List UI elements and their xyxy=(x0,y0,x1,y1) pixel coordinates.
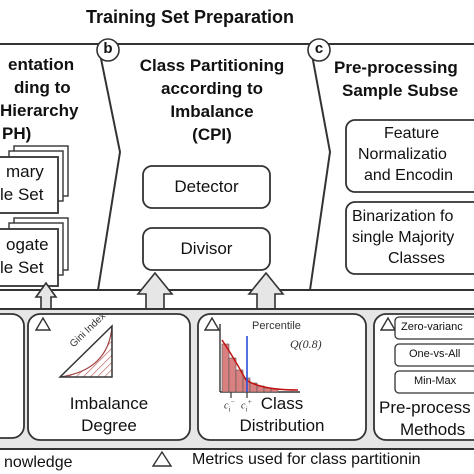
class-distribution-icon xyxy=(219,324,300,398)
axis-c-minus-sub: i xyxy=(228,405,231,414)
legend-right-text: Metrics used for class partitionin xyxy=(192,451,421,468)
class-distribution-label-line-1: Class xyxy=(260,394,304,413)
left-box-1-line-1: mary xyxy=(6,162,44,181)
axis-c-plus-sup: + xyxy=(247,398,253,406)
chip-box xyxy=(394,343,474,367)
b-heading-line-2: according to xyxy=(160,79,263,98)
imbalance-label-line-2: Degree xyxy=(81,416,137,435)
normalization-line-1: Feature xyxy=(384,125,440,142)
left-box-2 xyxy=(0,228,59,287)
badge-c xyxy=(307,38,331,62)
chip-min-max: Min-Max xyxy=(414,375,457,387)
axis-c-plus-sub: i xyxy=(245,405,248,414)
legend-left-text: nowledge xyxy=(4,454,73,471)
chip-box xyxy=(394,370,474,394)
binarization-line-1: Binarization fo xyxy=(352,208,454,225)
metric-triangle-icon xyxy=(203,316,221,331)
axis-c-minus-sup: − xyxy=(230,398,236,406)
c-heading-line-2: Sample Subse xyxy=(342,81,459,100)
diagram-title: Training Set Preparation xyxy=(86,7,295,27)
b-heading-line-4: (CPI) xyxy=(192,125,232,144)
left-heading-line-1: entation xyxy=(8,55,75,74)
chip-one-vs-all: One-vs-All xyxy=(409,348,461,360)
axis-c-plus-main: c xyxy=(241,400,246,412)
detector-box xyxy=(142,165,271,209)
metric-triangle-icon xyxy=(34,316,52,331)
left-box-2-line-1: ogate xyxy=(6,235,49,254)
binarization-box xyxy=(345,201,474,275)
class-distribution-label-line-2: Distribution xyxy=(239,416,325,435)
imbalance-label-line-1: Imbalance xyxy=(69,394,149,413)
b-heading-line-1: Class Partitioning xyxy=(139,56,285,75)
binarization-line-3: Classes xyxy=(388,250,445,267)
q-label: Q(0.8) xyxy=(290,337,322,351)
left-box-1-line-2: le Set xyxy=(0,185,44,204)
badge-c-label: c xyxy=(314,40,324,57)
b-heading-line-3: Imbalance xyxy=(170,102,254,121)
left-box-1 xyxy=(0,156,59,214)
left-heading-line-3: Hierarchy xyxy=(0,101,79,120)
card-class-distribution xyxy=(197,313,367,441)
normalization-line-2: Normalizatio xyxy=(358,146,447,163)
preprocess-label-line-2: Methods xyxy=(400,420,466,439)
normalization-box xyxy=(345,119,474,193)
badge-b-label: b xyxy=(103,40,113,57)
axis-label-c-minus: ci− xyxy=(224,398,235,413)
percentile-label: Percentile xyxy=(252,320,301,332)
c-heading-line-1: Pre-processing xyxy=(334,58,458,77)
left-heading-line-4: PH) xyxy=(2,124,32,143)
legend-triangle-icon xyxy=(151,450,173,467)
chip-zero-variance: Zero-varianc xyxy=(401,321,463,333)
gini-index-icon xyxy=(58,324,113,378)
normalization-line-3: and Encodin xyxy=(364,167,453,184)
metric-triangle-icon xyxy=(379,316,397,331)
left-heading-line-2: ding to xyxy=(14,78,71,97)
axis-label-c-plus: ci+ xyxy=(241,398,252,413)
axis-c-minus-main: c xyxy=(224,400,229,412)
binarization-line-2: single Majority xyxy=(352,229,455,246)
left-box-2-line-2: le Set xyxy=(0,258,44,277)
preprocess-label-line-1: Pre-process xyxy=(379,398,471,417)
chip-box xyxy=(394,316,474,340)
badge-b xyxy=(96,38,120,62)
card-left-stub xyxy=(0,313,25,439)
divisor-box xyxy=(142,227,271,271)
divisor-label: Divisor xyxy=(180,239,233,258)
detector-label: Detector xyxy=(174,177,239,196)
